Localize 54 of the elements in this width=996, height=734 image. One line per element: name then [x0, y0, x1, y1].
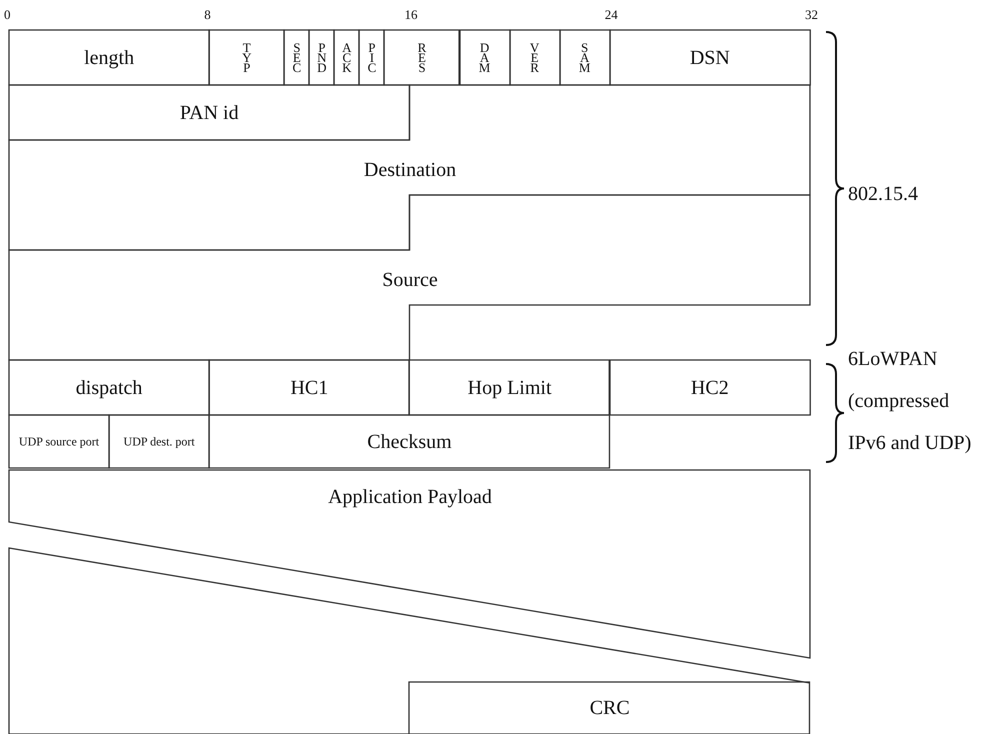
flag-field [460, 30, 510, 85]
field-label: UDP source port [18, 432, 100, 450]
flag-field [384, 30, 460, 85]
brace-label: 802.15.4 [848, 182, 919, 206]
bit-number: 32 [804, 7, 818, 23]
bit-number: 0 [4, 7, 10, 23]
field-box [209, 415, 610, 468]
flag-label: VER [530, 42, 540, 73]
address-field [9, 195, 810, 360]
flag-field [309, 30, 334, 85]
field-label: dispatch [76, 376, 142, 400]
flag-label: TYP [242, 42, 252, 73]
brace-label: 6LoWPAN (compressed IPv6 and UDP) [848, 347, 972, 456]
address-field [9, 85, 810, 250]
field-label: PAN id [180, 100, 239, 124]
payload-box [9, 470, 810, 658]
field-label: Source [382, 268, 438, 292]
field-label: HC2 [690, 376, 729, 400]
field-box [209, 360, 410, 415]
flag-label: SAM [578, 42, 590, 73]
flag-label: PIC [368, 42, 376, 73]
field-label: length [84, 46, 134, 70]
field-box [9, 360, 210, 415]
field-box [409, 682, 810, 734]
flag-field [334, 30, 360, 85]
field-label: Application Payload [328, 485, 492, 509]
flag-field [359, 30, 384, 85]
flag-label: DAM [478, 42, 490, 73]
field-box [610, 360, 810, 415]
field-box [9, 30, 210, 85]
field-label: CRC [590, 696, 630, 720]
field-box [9, 415, 110, 468]
flag-label: ACK [342, 42, 352, 73]
flag-field [209, 30, 284, 85]
field-box [109, 415, 210, 468]
flag-field [510, 30, 560, 85]
flag-label: PND [317, 42, 327, 73]
field-label: Destination [364, 158, 456, 182]
bit-number: 16 [404, 7, 418, 23]
field-label: UDP dest. port [122, 432, 196, 450]
flag-field [284, 30, 310, 85]
bit-number: 8 [204, 7, 211, 23]
field-label: HC1 [290, 376, 328, 400]
field-box [610, 30, 810, 85]
field-label: DSN [690, 46, 730, 70]
payload-continuation-box [9, 548, 810, 734]
field-box [409, 360, 610, 415]
field-label: Checksum [367, 430, 452, 454]
field-box [9, 85, 410, 140]
flag-label: SEC [292, 42, 302, 73]
field-label: Hop Limit [468, 376, 552, 400]
bit-number: 24 [604, 7, 618, 23]
flag-field [560, 30, 610, 85]
flag-label: RES [418, 42, 426, 73]
